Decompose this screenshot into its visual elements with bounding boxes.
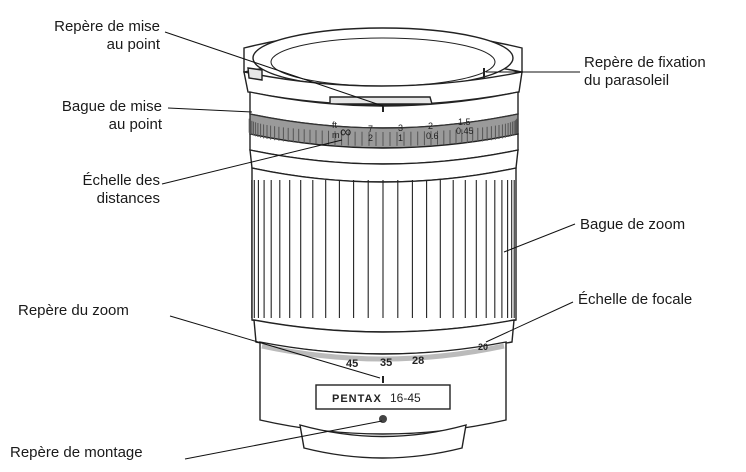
hood-tab-left <box>247 67 263 81</box>
leader-distance-scale <box>161 139 343 185</box>
label-line: Échelle des <box>82 172 160 189</box>
label-line: au point <box>108 116 162 133</box>
label-distance-scale: Échelle des distances <box>0 172 160 208</box>
label-line: au point <box>106 36 160 53</box>
ft-unit: ft <box>332 120 338 130</box>
label-mount-index: Repère de montage <box>10 444 143 461</box>
ft-mark: 1.5 <box>458 117 471 127</box>
label-line: Bague de mise <box>61 98 162 115</box>
label-hood-index: Repère de fixation du parasoleil <box>584 54 706 90</box>
m-mark: 0.45 <box>456 126 474 136</box>
brand-plate <box>315 384 451 410</box>
label-focus-index: Repère de mise au point <box>0 18 160 54</box>
ft-mark: 2 <box>428 121 433 131</box>
label-focus-ring: Bague de mise au point <box>0 98 162 134</box>
label-focal-scale: Échelle de focale <box>578 291 693 308</box>
ft-mark: 3 <box>398 123 403 133</box>
m-mark: 2 <box>368 133 373 143</box>
m-unit: m <box>332 130 340 140</box>
label-line: distances <box>96 190 160 207</box>
label-zoom-index: Repère du zoom <box>18 302 129 319</box>
brand-name: PENTAX <box>332 393 382 405</box>
front-opening <box>252 27 514 89</box>
infinity-mark: ∞ <box>340 124 351 141</box>
focal-mark: 45 <box>346 358 358 370</box>
model-name: 16-45 <box>390 391 421 405</box>
leader-zoom-ring <box>503 223 576 253</box>
focal-mark: 28 <box>412 355 424 367</box>
m-mark: 1 <box>398 133 403 143</box>
mount <box>299 424 467 459</box>
ft-mark: 7 <box>368 124 373 134</box>
label-line: Repère de fixation <box>584 54 706 71</box>
leader-mount-index <box>184 420 383 460</box>
label-zoom-ring: Bague de zoom <box>580 216 686 233</box>
leader-focal-scale <box>485 301 574 343</box>
hood-tab-center <box>329 96 433 105</box>
hood-lower <box>243 71 523 106</box>
leader-focus-index <box>164 31 384 107</box>
focal-mark: 35 <box>380 357 392 369</box>
focal-mark: 20 <box>478 342 488 352</box>
leader-focus-ring <box>167 107 253 113</box>
leader-zoom-index <box>169 315 381 379</box>
m-mark: 0.6 <box>426 131 439 141</box>
label-line: Repère de mise <box>54 18 160 35</box>
label-line: du parasoleil <box>584 72 670 89</box>
